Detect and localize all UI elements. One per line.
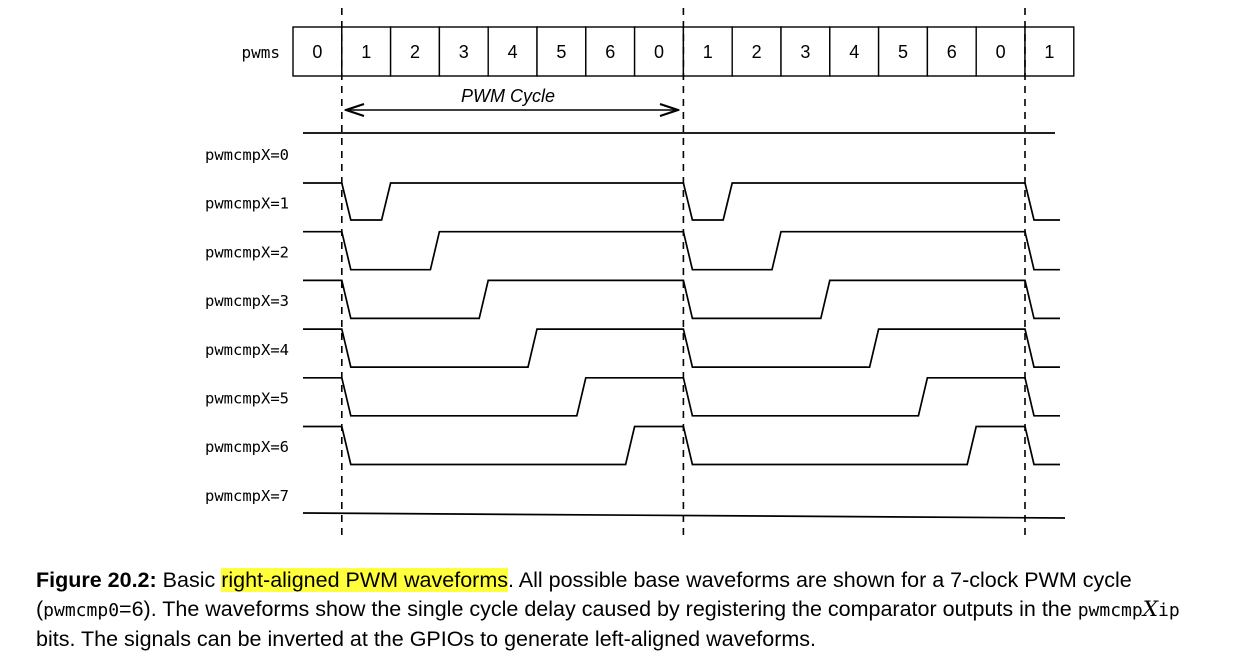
waveform <box>303 328 1060 368</box>
counter-cell: 4 <box>487 26 538 77</box>
pwm-timing-diagram: pwms 0 1 2 3 4 5 6 0 1 2 3 4 5 6 0 1 PWM Cycle pwmcmpX=… <box>205 8 1075 538</box>
cycle-label: PWM Cycle <box>461 86 555 106</box>
counter-cell: 0 <box>975 26 1026 77</box>
counter-row: 0 1 2 3 4 5 6 0 1 2 3 4 5 6 0 1 <box>292 26 1075 77</box>
caption-text-4: bits. The signals can be inverted at the… <box>36 627 816 651</box>
caption-math-x: X <box>1142 597 1159 622</box>
caption-label: Figure 20.2: <box>36 568 157 592</box>
counter-cell: 3 <box>780 26 831 77</box>
waveform <box>303 376 1060 417</box>
waveform <box>303 182 1060 221</box>
counter-value: 2 <box>410 42 420 62</box>
counter-cell: 1 <box>341 26 392 77</box>
counter-value: 6 <box>947 42 957 62</box>
counter-label: pwms <box>241 43 280 62</box>
counter-value: 0 <box>996 42 1006 62</box>
signal-label: pwmcmpX=6 <box>205 438 289 456</box>
counter-cell: 6 <box>585 26 636 77</box>
signal-label: pwmcmpX=3 <box>205 292 289 310</box>
counter-value: 2 <box>752 42 762 62</box>
counter-value: 1 <box>1044 42 1054 62</box>
counter-cell: 1 <box>682 26 733 77</box>
counter-cell: 0 <box>292 26 343 77</box>
waveform <box>303 425 1060 466</box>
counter-cell: 5 <box>877 26 929 77</box>
counter-cell: 0 <box>633 26 685 77</box>
counter-cell: 2 <box>731 26 782 77</box>
signal-label: pwmcmpX=1 <box>205 195 289 213</box>
caption-text-2: . All possible base waveforms are shown … <box>36 568 1132 621</box>
counter-cell: 5 <box>536 26 587 77</box>
counter-cell: 4 <box>829 26 880 77</box>
counter-value: 3 <box>800 42 810 62</box>
figure-caption: Figure 20.2: Basic right-aligned PWM wav… <box>36 566 1218 654</box>
counter-value: 6 <box>605 42 615 62</box>
caption-text-3: =6). The waveforms show the single cycle… <box>119 597 1078 621</box>
counter-value: 5 <box>898 42 908 62</box>
counter-value: 0 <box>312 42 322 62</box>
waveform <box>303 279 1060 320</box>
counter-value: 5 <box>556 42 566 62</box>
waveform <box>303 230 1060 271</box>
counter-value: 4 <box>849 42 859 62</box>
caption-code-pwmcmp0: pwmcmp0 <box>43 600 120 621</box>
caption-code-pwmcmp: pwmcmp <box>1077 600 1143 621</box>
signal-label: pwmcmpX=5 <box>205 390 289 408</box>
signal-label: pwmcmpX=4 <box>205 341 289 359</box>
counter-value: 1 <box>703 42 713 62</box>
caption-highlight: right-aligned PWM waveforms <box>221 568 508 592</box>
counter-value: 1 <box>361 42 371 62</box>
cycle-boundary-lines <box>340 8 1026 538</box>
waveform <box>302 512 1066 519</box>
counter-cell: 6 <box>926 26 977 77</box>
counter-value: 0 <box>654 42 664 62</box>
counter-cell: 3 <box>438 26 489 77</box>
caption-text-1: Basic <box>156 568 222 592</box>
caption-code-ip: ip <box>1158 600 1180 621</box>
signal-label: pwmcmpX=2 <box>205 243 289 261</box>
counter-value: 4 <box>508 42 518 62</box>
signal-label: pwmcmpX=0 <box>205 146 289 164</box>
counter-value: 3 <box>459 42 469 62</box>
waveforms: pwmcmpX=0 pwmcmpX=1 pwmcmpX=2 pwmcmpX=3 pwmc… <box>205 132 1066 519</box>
counter-cell: 2 <box>389 26 441 77</box>
counter-cell: 1 <box>1024 26 1075 77</box>
signal-label: pwmcmpX=7 <box>205 487 289 505</box>
